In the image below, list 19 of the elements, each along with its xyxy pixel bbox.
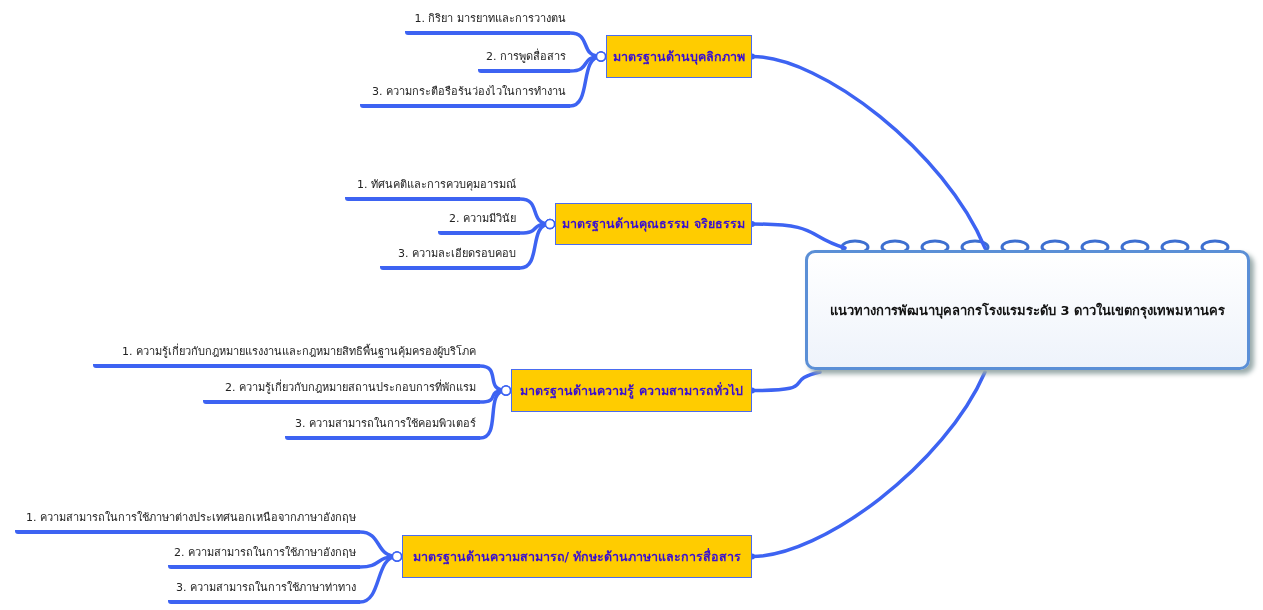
connector	[478, 385, 512, 440]
connector	[358, 551, 403, 604]
branch-box: มาตรฐานด้านบุคลิกภาพ	[606, 35, 752, 78]
underlined-text: 1. กิริยา มารยาทและการวางตน	[405, 9, 570, 35]
topic-box: แนวทางการพัฒนาบุคลากรโรงแรมระดับ 3 ดาวในเขตกรุงเทพมหานคร	[805, 250, 1250, 370]
underlined-text: 2. ความมีวินัย	[438, 209, 520, 235]
branch-box: มาตรฐานด้านคุณธรรม จริยธรรม	[555, 203, 752, 245]
branch-box: มาตรฐานด้านความรู้ ความสามารถทั่วไป	[511, 369, 752, 412]
underlined-text: 2. ความสามารถในการใช้ภาษาอังกฤษ	[168, 543, 360, 569]
underlined-text: 2. ความรู้เกี่ยวกับกฎหมายสถานประกอบการที่พักแรม	[203, 378, 480, 404]
underlined-text: 3. ความกระตือรือร้นว่องไวในการทำงาน	[360, 82, 570, 108]
underlined-text: 3. ความสามารถในการใช้คอมพิวเตอร์	[285, 414, 480, 440]
underlined-text: 1. ทัศนคติและการควบคุมอารมณ์	[345, 175, 520, 201]
underlined-text: 1. ความสามารถในการใช้ภาษาต่างประเทศนอกเหนือจากภาษาอังกฤษ	[15, 508, 360, 534]
underlined-text: 3. ความละเอียดรอบคอบ	[380, 244, 520, 270]
underlined-text: 2. การพูดสื่อสาร	[478, 47, 570, 73]
branch-box: มาตรฐานด้านความสามารถ/ ทักษะด้านภาษาและการสื่อสาร	[402, 535, 752, 578]
underlined-text: 1. ความรู้เกี่ยวกับกฎหมายแรงงานและกฎหมายสิทธิพื้นฐานคุ้มครองผู้บริโภค	[93, 342, 480, 368]
underlined-text: 3. ความสามารถในการใช้ภาษาท่าทาง	[168, 578, 360, 604]
